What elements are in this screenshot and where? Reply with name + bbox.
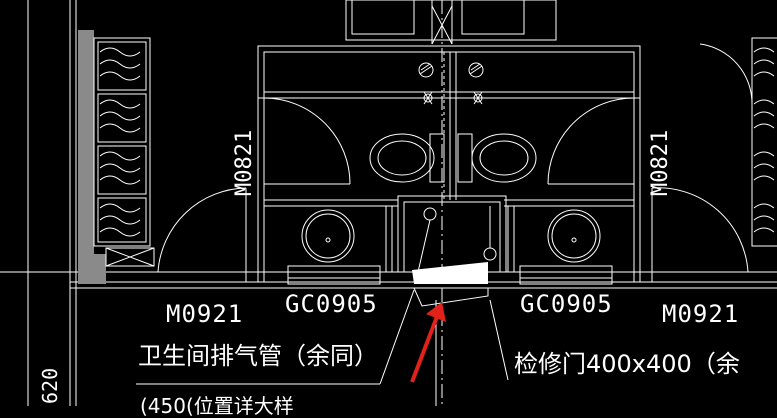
door-swing-right-inner bbox=[547, 97, 635, 185]
door-label-left: M0921 bbox=[166, 300, 244, 328]
wall-fill-left bbox=[78, 30, 94, 284]
window-left bbox=[287, 265, 381, 285]
door-swing-right-outer bbox=[651, 187, 749, 273]
dimension-label-left: 620 bbox=[38, 367, 62, 404]
leader-exhaust bbox=[379, 289, 415, 385]
floor-drain-left bbox=[418, 62, 434, 78]
door-label-vertical-right: M0821 bbox=[648, 129, 673, 196]
sink-right bbox=[547, 209, 601, 263]
door-swing-left-inner bbox=[263, 97, 351, 185]
partial-bottom-note: (450(位置详大样 bbox=[140, 394, 294, 418]
door-label-vertical-left: M0821 bbox=[232, 129, 257, 196]
window-label-right: GC0905 bbox=[520, 290, 613, 318]
tile-stack-right bbox=[699, 37, 777, 247]
sink-left bbox=[301, 209, 355, 263]
door-label-right: M0921 bbox=[662, 300, 740, 328]
door-swing-left-outer bbox=[157, 187, 247, 273]
red-arrow-icon bbox=[410, 302, 446, 383]
cad-floor-plan bbox=[0, 0, 777, 406]
window-label-left: GC0905 bbox=[285, 290, 378, 318]
exhaust-pipe-note: 卫生间排气管（余同） bbox=[138, 342, 378, 370]
exhaust-pipe-triangle bbox=[412, 262, 488, 284]
access-door-note: 检修门400x400（余 bbox=[514, 350, 740, 378]
window-right bbox=[519, 265, 613, 285]
tile-stack-left bbox=[93, 37, 155, 267]
toilet-left bbox=[369, 133, 435, 183]
floor-drain-right bbox=[468, 62, 484, 78]
leader-access-door bbox=[489, 299, 509, 381]
